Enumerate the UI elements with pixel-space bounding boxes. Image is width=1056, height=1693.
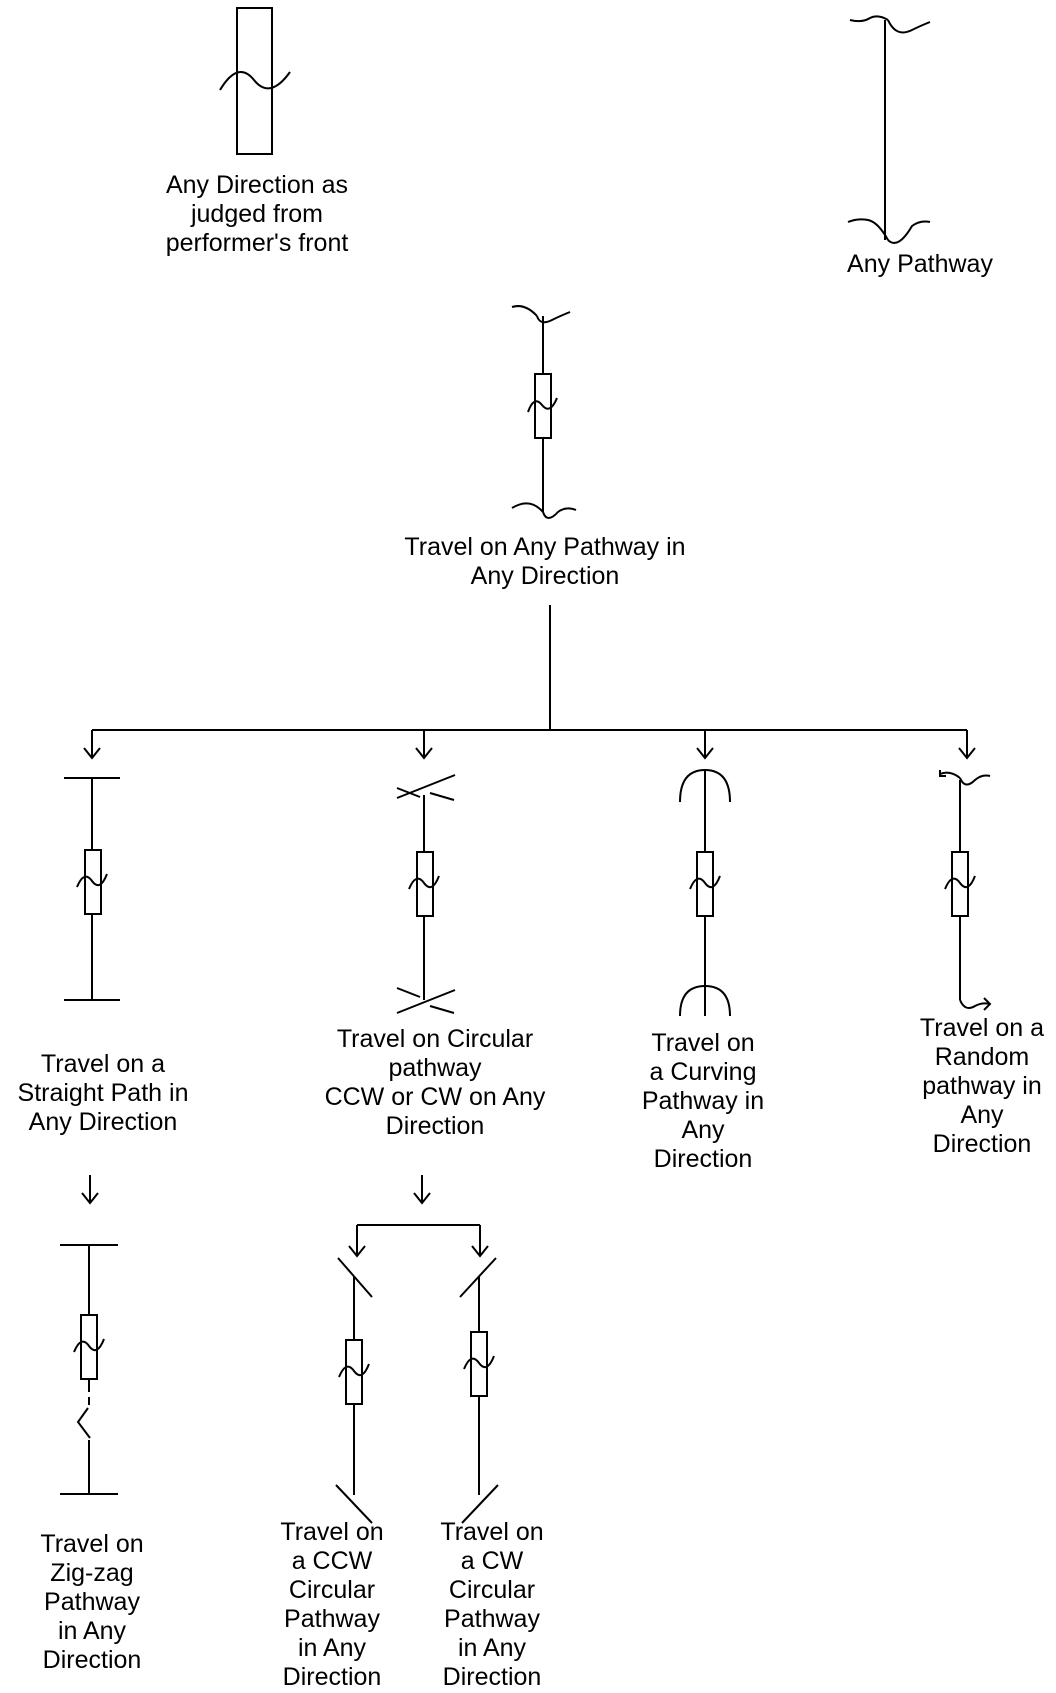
circular-path-symbol [396,774,456,1014]
label-cw: Travel on a CW Circular Pathway in Any D… [440,1518,544,1691]
straight-path-symbol [64,777,120,1001]
label-straight: Travel on a Straight Path in Any Directi… [17,1050,189,1136]
travel-any-symbol [511,305,577,519]
any-pathway-symbol [847,15,931,244]
label-curving: Travel on a Curving Pathway in Any Direc… [641,1029,765,1173]
arrow-to-split [348,1175,489,1258]
label-circular: Travel on Circular pathway CCW or CW on … [324,1025,546,1140]
label-zigzag: Travel on Zig-zag Pathway in Any Directi… [40,1530,144,1674]
ccw-path-symbol [335,1257,373,1524]
random-path-symbol [939,770,992,1011]
label-any-pathway: Any Pathway [847,250,993,278]
zigzag-path-symbol [60,1244,118,1495]
tree-connectors [83,605,976,760]
label-ccw: Travel on a CCW Circular Pathway in Any … [280,1518,384,1691]
arrow-to-zigzag [81,1175,99,1205]
label-travel-any: Travel on Any Pathway in Any Direction [404,533,686,590]
label-any-direction: Any Direction as judged from performer's… [165,171,349,257]
any-direction-symbol [219,7,291,155]
curving-path-symbol [679,768,731,1017]
cw-path-symbol [459,1257,499,1524]
label-random: Travel on a Random pathway in Any Direct… [919,1014,1045,1158]
